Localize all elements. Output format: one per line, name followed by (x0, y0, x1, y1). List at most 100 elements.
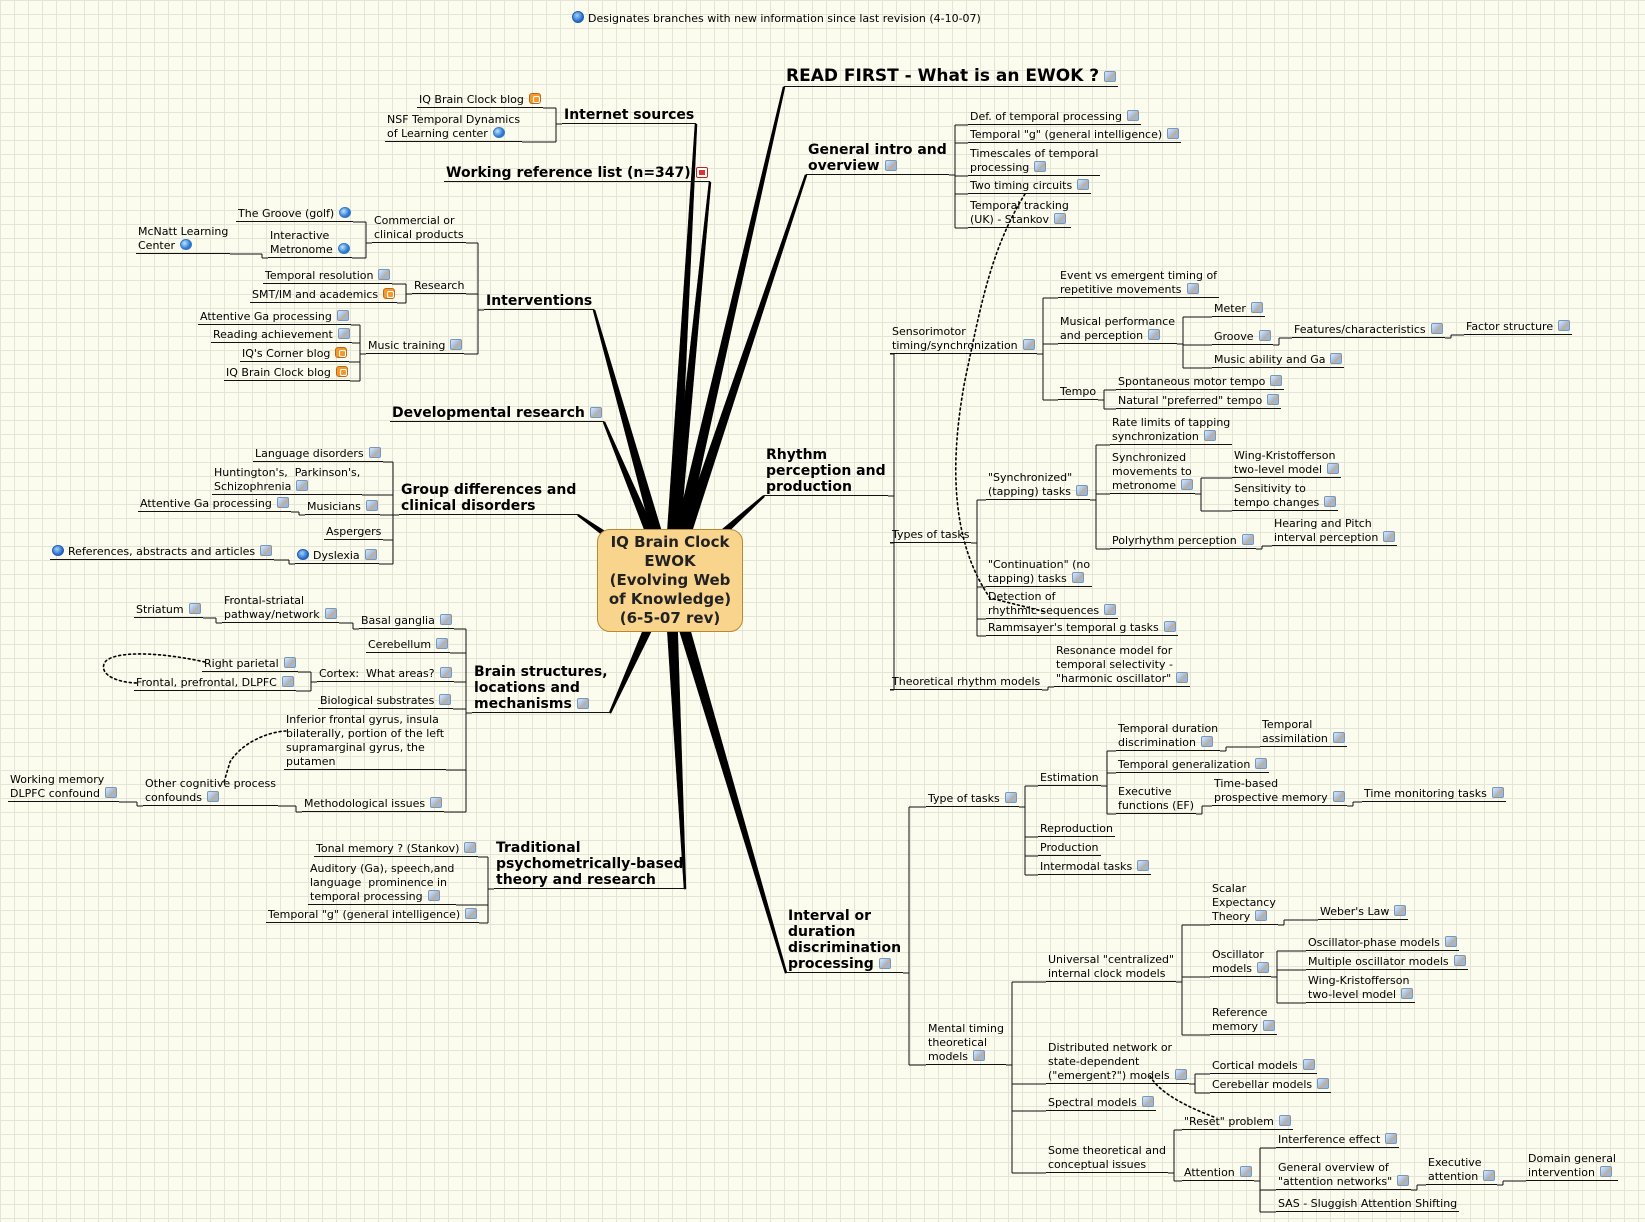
topic-multiple-osc[interactable]: Multiple oscillator models (1306, 955, 1468, 970)
topic-cerebellum[interactable]: Cerebellum (366, 638, 451, 653)
topic-dyslexia[interactable]: Dyslexia (295, 549, 379, 564)
topic-groove[interactable]: Groove (1212, 330, 1273, 345)
topic-inferior-frontal[interactable]: Inferior frontal gyrus, insula bilateral… (284, 713, 447, 770)
topic-reading[interactable]: Reading achievement (211, 328, 352, 343)
topic-striatum[interactable]: Striatum (134, 603, 203, 618)
note-icon[interactable] (1317, 1078, 1330, 1089)
note-icon[interactable] (436, 638, 449, 649)
note-icon[interactable] (1104, 604, 1117, 615)
note-icon[interactable] (1077, 179, 1090, 190)
note-icon[interactable] (1327, 463, 1340, 474)
note-icon[interactable] (1262, 1020, 1275, 1031)
topic-music-ability[interactable]: Music ability and Ga (1212, 353, 1345, 368)
note-icon[interactable] (1200, 736, 1213, 747)
topic-musical-perf[interactable]: Musical performance and perception (1058, 315, 1178, 344)
topic-rate-limits[interactable]: Rate limits of tapping synchronization (1110, 416, 1233, 445)
topic-reference-mem[interactable]: Reference memory (1210, 1006, 1277, 1035)
topic-webers[interactable]: Weber's Law (1318, 905, 1409, 920)
topic-sas[interactable]: SAS - Sluggish Attention Shifting (1276, 1197, 1460, 1212)
note-icon[interactable] (1444, 936, 1457, 947)
topic-meter[interactable]: Meter (1212, 302, 1265, 317)
topic-reset[interactable]: "Reset" problem (1182, 1115, 1293, 1130)
note-icon[interactable] (1267, 394, 1280, 405)
topic-synchronized[interactable]: "Synchronized" (tapping) tasks (986, 471, 1090, 500)
topic-scalar[interactable]: Scalar Expectancy Theory (1210, 882, 1278, 925)
note-icon[interactable] (1034, 161, 1047, 172)
topic-commercial[interactable]: Commercial or clinical products (372, 214, 466, 243)
blog-icon[interactable] (383, 288, 396, 299)
note-icon[interactable] (336, 310, 349, 321)
note-icon[interactable] (884, 160, 897, 171)
topic-mental-timing[interactable]: Mental timing theoretical models (926, 1022, 1006, 1065)
web-icon[interactable] (180, 239, 193, 250)
topic-auditory[interactable]: Auditory (Ga), speech,and language promi… (308, 862, 457, 905)
topic-some-theoretical[interactable]: Some theoretical and conceptual issues (1046, 1144, 1168, 1173)
topic-wing-krist-2[interactable]: Wing-Kristofferson two-level model (1306, 974, 1416, 1003)
note-icon[interactable] (1483, 1170, 1496, 1181)
topic-detection[interactable]: Detection of rhythmic sequences (986, 590, 1119, 619)
topic-working-ref[interactable]: Working reference list (n=347) (444, 165, 710, 182)
note-icon[interactable] (1241, 534, 1254, 545)
note-icon[interactable] (1599, 1166, 1612, 1177)
topic-iqs-corner[interactable]: IQ's Corner blog (240, 347, 350, 362)
note-icon[interactable] (427, 890, 440, 901)
topic-bio-substrates[interactable]: Biological substrates (318, 694, 454, 709)
topic-iq-blog-2[interactable]: IQ Brain Clock blog (224, 366, 350, 381)
note-icon[interactable] (324, 608, 337, 619)
topic-def-temporal[interactable]: Def. of temporal processing (968, 110, 1142, 125)
web-icon[interactable] (339, 207, 352, 218)
topic-sensorimotor[interactable]: Sensorimotor timing/synchronization (890, 325, 1037, 354)
topic-temporal-res[interactable]: Temporal resolution (263, 269, 393, 284)
note-icon[interactable] (337, 328, 350, 339)
note-icon[interactable] (1203, 430, 1216, 441)
note-icon[interactable] (1141, 1096, 1154, 1107)
topic-basal-ganglia[interactable]: Basal ganglia (359, 614, 454, 629)
note-icon[interactable] (260, 545, 273, 556)
topic-polyrhythm[interactable]: Polyrhythm perception (1110, 534, 1256, 549)
note-icon[interactable] (1385, 1133, 1398, 1144)
note-icon[interactable] (281, 676, 294, 687)
note-icon[interactable] (1558, 320, 1571, 331)
topic-mcnatt[interactable]: McNatt Learning Center (136, 225, 231, 254)
note-icon[interactable] (364, 549, 377, 560)
topic-aspergers[interactable]: Aspergers (324, 525, 384, 540)
topic-attention[interactable]: Attention (1182, 1166, 1254, 1181)
topic-interventions[interactable]: Interventions (484, 293, 595, 310)
note-icon[interactable] (1176, 672, 1189, 683)
topic-read-first[interactable]: READ FIRST - What is an EWOK ? (784, 66, 1119, 87)
note-icon[interactable] (1104, 71, 1117, 82)
topic-nsf[interactable]: NSF Temporal Dynamics of Learning center (385, 113, 523, 142)
topic-general-overview[interactable]: General overview of "attention networks" (1276, 1161, 1412, 1190)
topic-type-of-tasks[interactable]: Type of tasks (926, 792, 1019, 807)
note-icon[interactable] (283, 657, 296, 668)
note-icon[interactable] (276, 497, 289, 508)
note-icon[interactable] (1401, 988, 1414, 999)
topic-music-training[interactable]: Music training (366, 339, 465, 354)
note-icon[interactable] (1137, 860, 1150, 871)
topic-internet-sources[interactable]: Internet sources (562, 107, 697, 124)
blog-icon[interactable] (335, 366, 348, 377)
topic-exec-attention[interactable]: Executive attention (1426, 1156, 1498, 1185)
note-icon[interactable] (1453, 955, 1466, 966)
topic-production[interactable]: Production (1038, 841, 1101, 856)
topic-temporal-tracking[interactable]: Temporal tracking (UK) - Stankov (968, 199, 1071, 228)
topic-theoretical-rhythm[interactable]: Theoretical rhythm models (890, 675, 1043, 690)
note-icon[interactable] (1127, 110, 1140, 121)
note-icon[interactable] (1004, 792, 1017, 803)
central-topic[interactable]: IQ Brain Clock EWOK (Evolving Web of Kno… (597, 529, 743, 632)
note-icon[interactable] (105, 787, 118, 798)
note-icon[interactable] (450, 339, 463, 350)
topic-temporal-g-2[interactable]: Temporal "g" (general intelligence) (266, 908, 480, 923)
topic-right-parietal[interactable]: Right parietal (202, 657, 298, 672)
note-icon[interactable] (589, 407, 602, 418)
note-icon[interactable] (188, 603, 201, 614)
note-icon[interactable] (972, 1050, 985, 1061)
topic-factor-structure[interactable]: Factor structure (1464, 320, 1573, 335)
topic-spontaneous[interactable]: Spontaneous motor tempo (1116, 375, 1285, 390)
topic-cortex[interactable]: Cortex: What areas? (317, 667, 454, 682)
note-icon[interactable] (1174, 1069, 1187, 1080)
topic-resonance[interactable]: Resonance model for temporal selectivity… (1054, 644, 1191, 687)
note-icon[interactable] (1332, 732, 1345, 743)
topic-tempo[interactable]: Tempo (1058, 385, 1099, 400)
topic-domain-general[interactable]: Domain general intervention (1526, 1152, 1618, 1181)
